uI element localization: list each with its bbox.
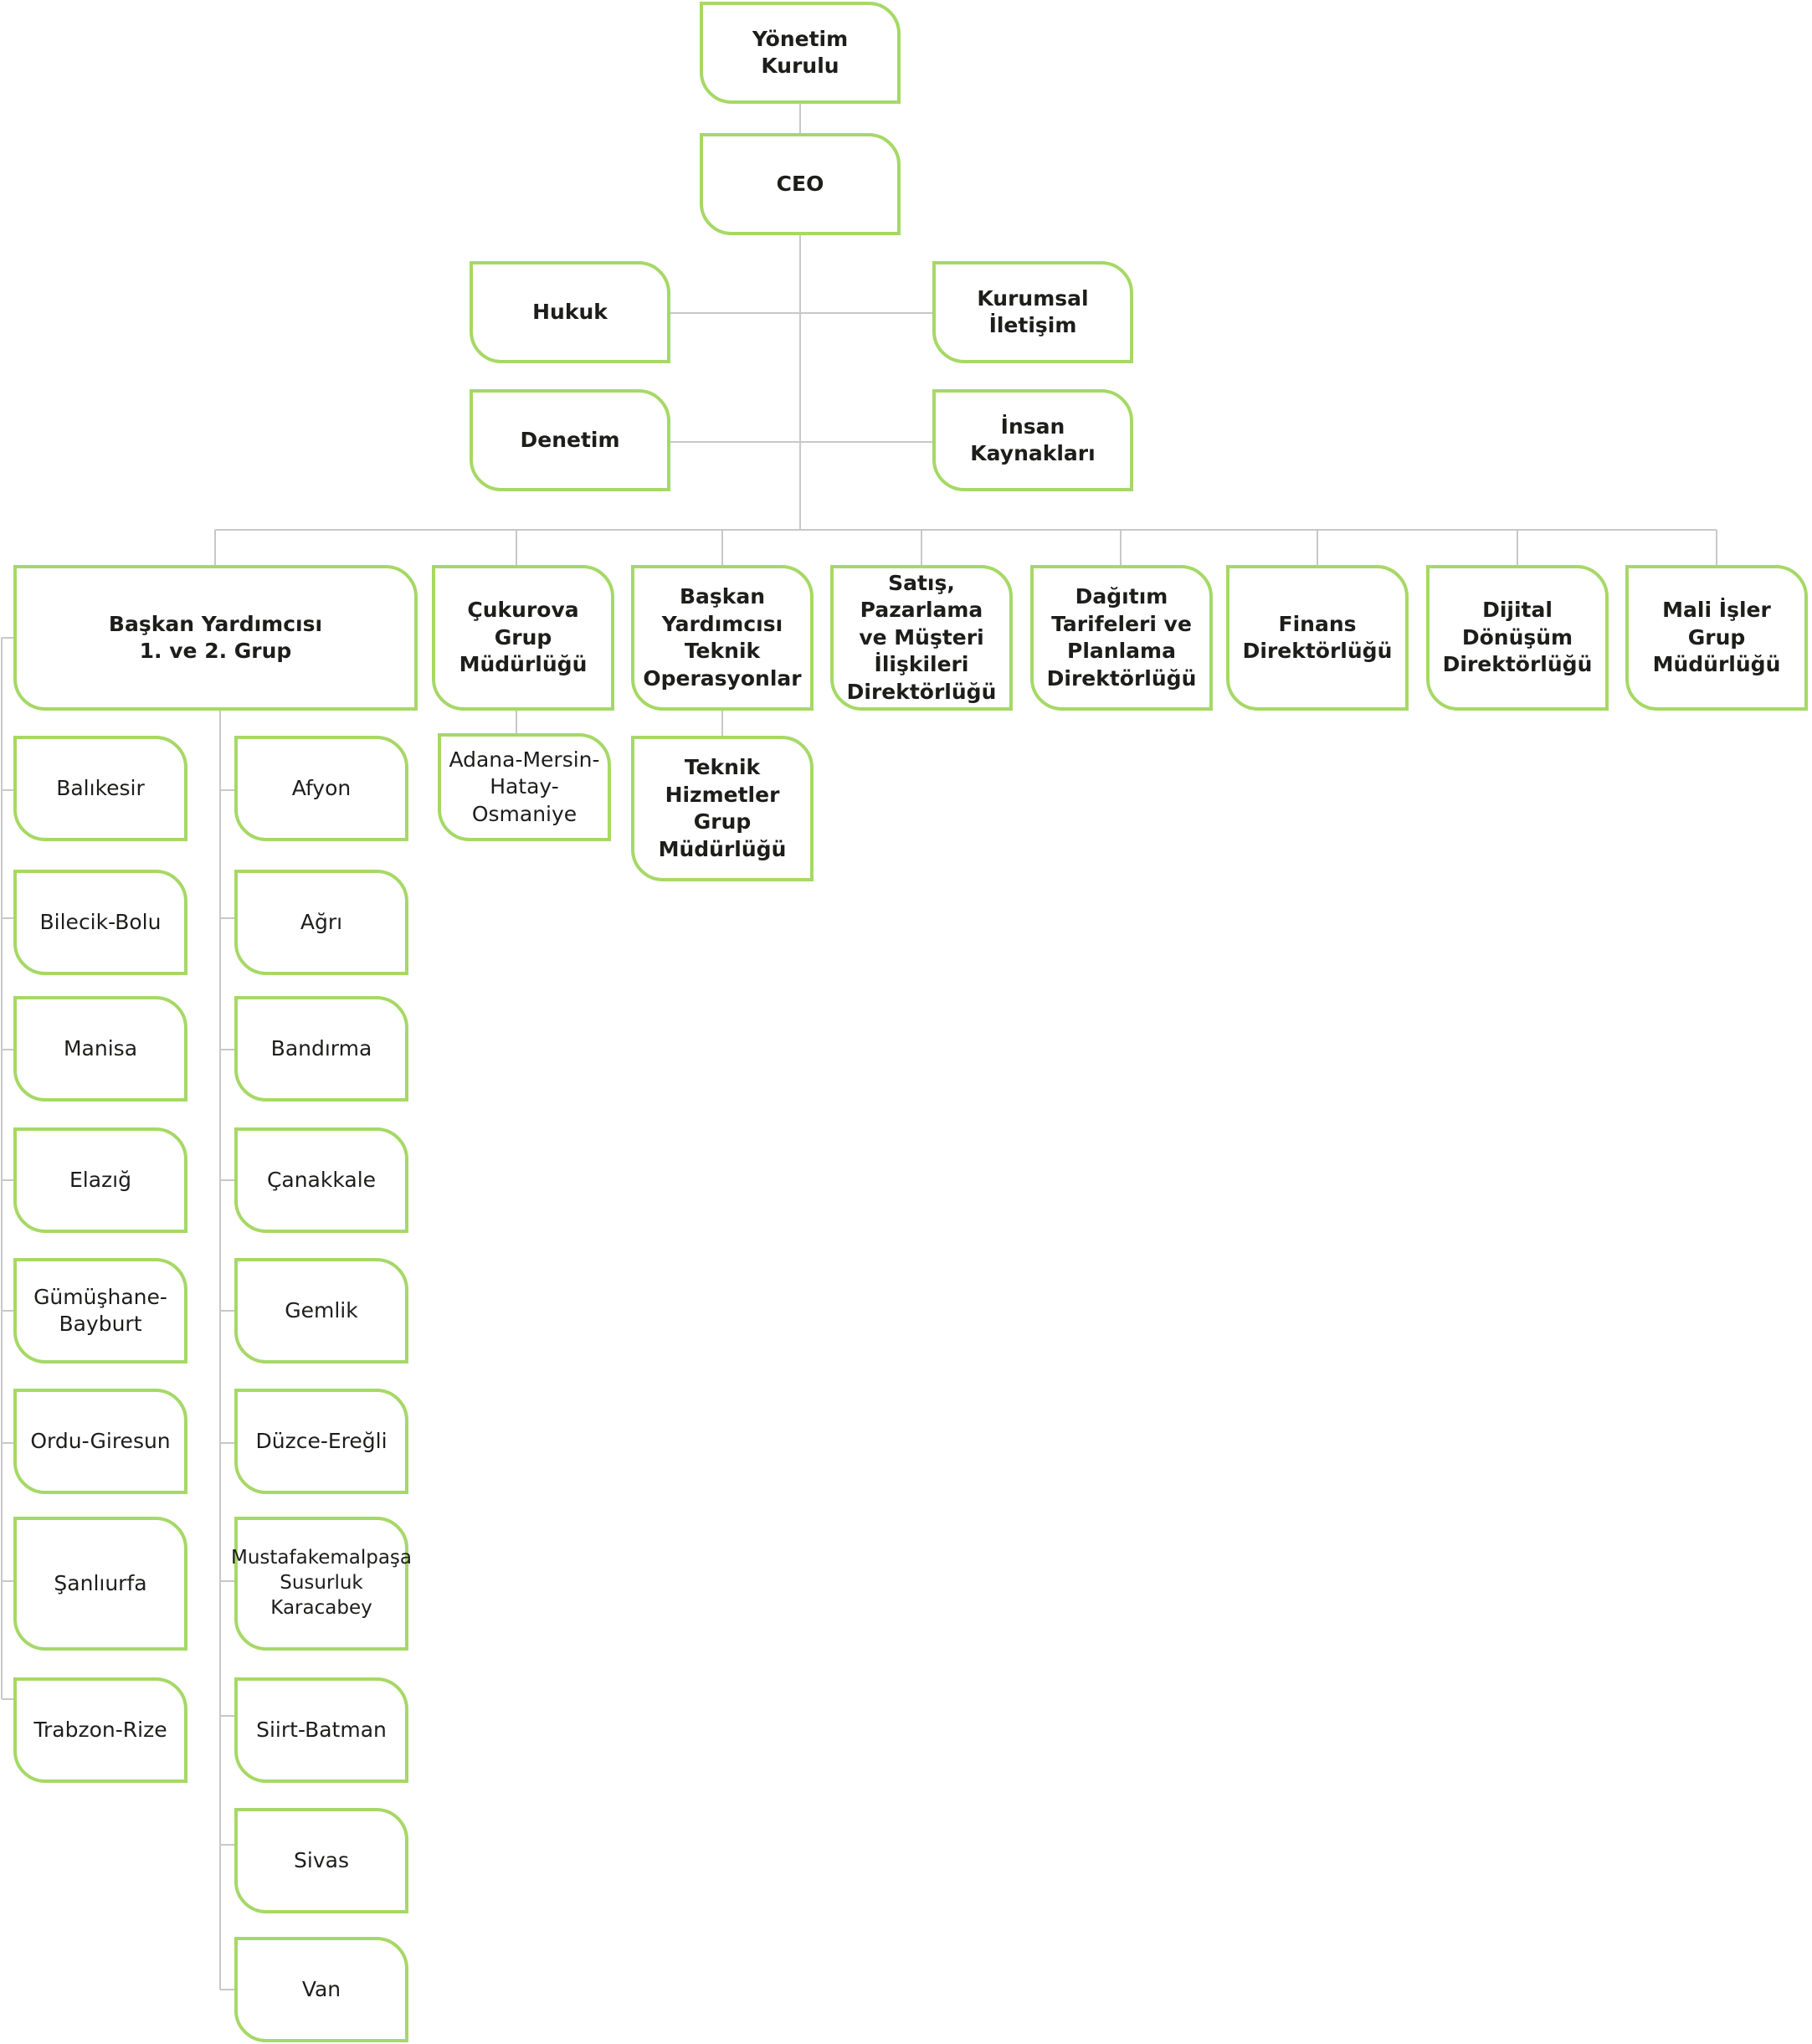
node-canakkale: Çanakkale <box>234 1127 408 1233</box>
node-manisa: Manisa <box>13 996 187 1102</box>
node-ceo: CEO <box>700 133 901 235</box>
node-bilecik-bolu: Bilecik-Bolu <box>13 870 187 975</box>
node-dijital: Dijital Dönüşüm Direktörlüğü <box>1426 565 1609 711</box>
node-mustafakemalpasa: Mustafakemalpaşa Susurluk Karacabey <box>231 1517 412 1651</box>
node-mali-isler: Mali İşler Grup Müdürlüğü <box>1625 565 1808 711</box>
node-trabzon-rize: Trabzon-Rize <box>13 1677 187 1783</box>
node-hukuk: Hukuk <box>470 261 670 363</box>
node-balikesir: Balıkesir <box>13 736 187 841</box>
node-teknik-hizmetler: Teknik Hizmetler Grup Müdürlüğü <box>631 736 814 881</box>
node-sanliurfa: Şanlıurfa <box>13 1517 187 1651</box>
node-gemlik: Gemlik <box>234 1258 408 1364</box>
node-agri: Ağrı <box>234 870 408 975</box>
node-bandirma: Bandırma <box>234 996 408 1102</box>
node-kurumsal-iletisim: Kurumsal İletişim <box>932 261 1133 363</box>
node-duzce-eregli: Düzce-Ereğli <box>234 1389 408 1494</box>
node-yonetim-kurulu: Yönetim Kurulu <box>700 2 901 104</box>
node-cukurova: Çukurova Grup Müdürlüğü <box>432 565 614 711</box>
node-satis: Satış, Pazarlama ve Müşteri İlişkileri D… <box>830 565 1013 711</box>
node-ordu-giresun: Ordu-Giresun <box>13 1389 187 1494</box>
node-siirt-batman: Siirt-Batman <box>234 1677 408 1783</box>
node-insan-kaynaklari: İnsan Kaynakları <box>932 389 1133 491</box>
node-adana: Adana-Mersin- Hatay-Osmaniye <box>438 733 611 841</box>
node-elazig: Elazığ <box>13 1127 187 1233</box>
node-baskan-yardimcisi-teknik: Başkan Yardımcısı Teknik Operasyonlar <box>631 565 814 711</box>
node-finans: Finans Direktörlüğü <box>1226 565 1409 711</box>
node-baskan-yardimcisi-1-2: Başkan Yardımcısı 1. ve 2. Grup <box>13 565 418 711</box>
node-van: Van <box>234 1937 408 2042</box>
node-denetim: Denetim <box>470 389 670 491</box>
node-gumushane: Gümüşhane- Bayburt <box>13 1258 187 1364</box>
node-sivas: Sivas <box>234 1808 408 1913</box>
node-afyon: Afyon <box>234 736 408 841</box>
node-dagitim: Dağıtım Tarifeleri ve Planlama Direktörl… <box>1030 565 1213 711</box>
